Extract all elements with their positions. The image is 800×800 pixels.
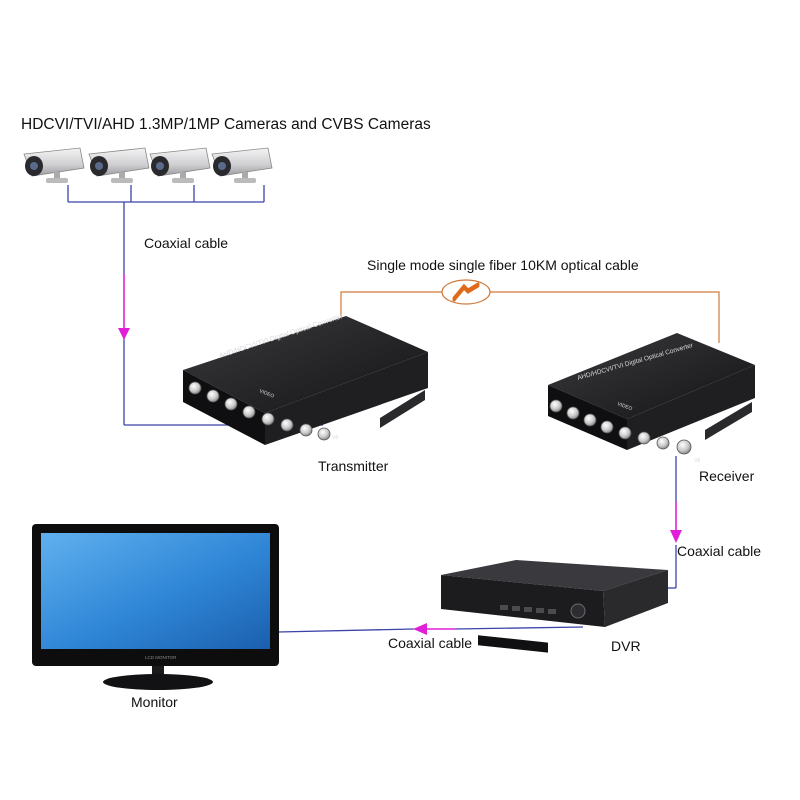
bnc-connector-row xyxy=(188,381,331,441)
camera-icon xyxy=(23,147,85,183)
receiver-label: Receiver xyxy=(699,468,755,484)
camera-icon xyxy=(211,147,273,183)
arrow-down-icon xyxy=(670,530,682,543)
dvr-jog-dial xyxy=(570,603,586,619)
diagram-title: HDCVI/TVI/AHD 1.3MP/1MP Cameras and CVBS… xyxy=(21,116,431,133)
receiver-device: AHD/HDCVI/TVI Digital Optical Converter … xyxy=(548,333,755,464)
monitor-brand-text: LCD MONITOR xyxy=(145,655,177,660)
monitor-label: Monitor xyxy=(131,694,178,710)
receiver-v8-label: V8 xyxy=(694,458,700,464)
camera-icon xyxy=(88,147,150,183)
dvr-label: DVR xyxy=(611,638,641,654)
monitor-device: LCD MONITOR xyxy=(32,524,279,690)
bnc-connector-row xyxy=(549,399,692,455)
coax-cable-receiver-to-dvr xyxy=(668,456,677,589)
dvr-front-buttons xyxy=(500,605,556,614)
arrow-down-icon xyxy=(118,328,130,340)
coax-cable-dvr-to-monitor xyxy=(277,626,584,633)
camera-group xyxy=(23,147,273,183)
transmitter-label: Transmitter xyxy=(318,458,389,474)
arrow-left-icon xyxy=(413,623,427,635)
optical-fiber-icon xyxy=(441,279,491,305)
coax-label-dvr-monitor: Coaxial cable xyxy=(388,635,472,651)
camera-icon xyxy=(149,147,211,183)
transmitter-v8-label: V8 xyxy=(332,435,338,441)
fiber-cable-label: Single mode single fiber 10KM optical ca… xyxy=(367,257,639,273)
coax-label-receiver-dvr: Coaxial cable xyxy=(677,543,761,559)
camera-bus-cable xyxy=(67,185,265,203)
dvr-device xyxy=(441,560,668,653)
transmitter-video-label: VIDEO xyxy=(258,388,275,399)
coax-label-cameras: Coaxial cable xyxy=(144,235,228,251)
fiber-optic-cable xyxy=(340,291,720,343)
monitor-stand xyxy=(103,674,213,690)
receiver-video-label: VIDEO xyxy=(616,401,633,412)
